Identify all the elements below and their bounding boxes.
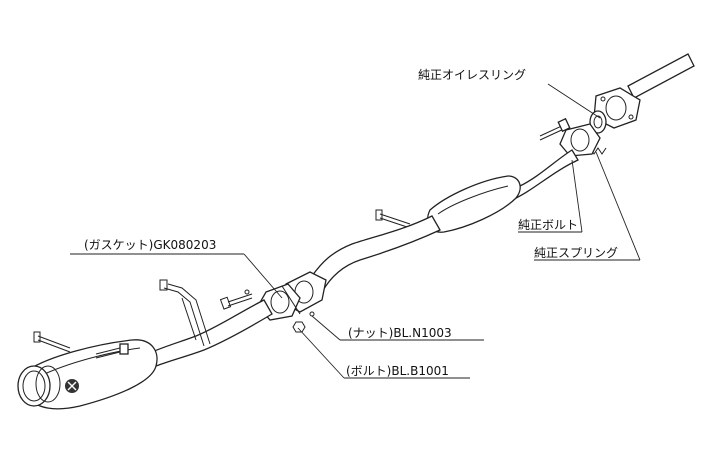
label-oil-ring: 純正オイレスリング <box>418 68 527 82</box>
center-pipe <box>510 149 579 202</box>
front-pipe <box>627 53 695 99</box>
oil-ring <box>589 110 607 134</box>
logo-emblem <box>65 379 79 393</box>
tail-tip <box>17 365 61 407</box>
leader-oil-ring <box>547 83 601 119</box>
muffler-hanger-front <box>95 343 129 359</box>
muffler-hanger-rear <box>33 331 71 353</box>
mid-bolt <box>219 293 253 310</box>
label-bolt: 純正ボルト <box>518 218 579 232</box>
center-resonator <box>427 175 521 233</box>
main-muffler <box>27 339 158 410</box>
resonator-hanger <box>375 209 411 229</box>
mid-front-flange <box>559 123 601 157</box>
rear-hanger-bracket <box>159 279 211 347</box>
leader-bolt-part <box>297 327 470 379</box>
leader-gasket <box>70 253 283 299</box>
label-spring: 純正スプリング <box>534 246 619 260</box>
label-nut: (ナット)BL.N1003 <box>348 326 452 340</box>
mid-pipe <box>311 215 441 294</box>
label-gasket: (ガスケット)GK080203 <box>84 238 217 252</box>
leader-nut <box>311 315 484 341</box>
leader-bolt <box>518 159 583 233</box>
rear-pipe <box>151 299 273 367</box>
front-bolt <box>539 117 571 141</box>
leader-spring <box>534 151 641 261</box>
label-bolt-part: (ボルト)BL.B1001 <box>346 364 449 378</box>
